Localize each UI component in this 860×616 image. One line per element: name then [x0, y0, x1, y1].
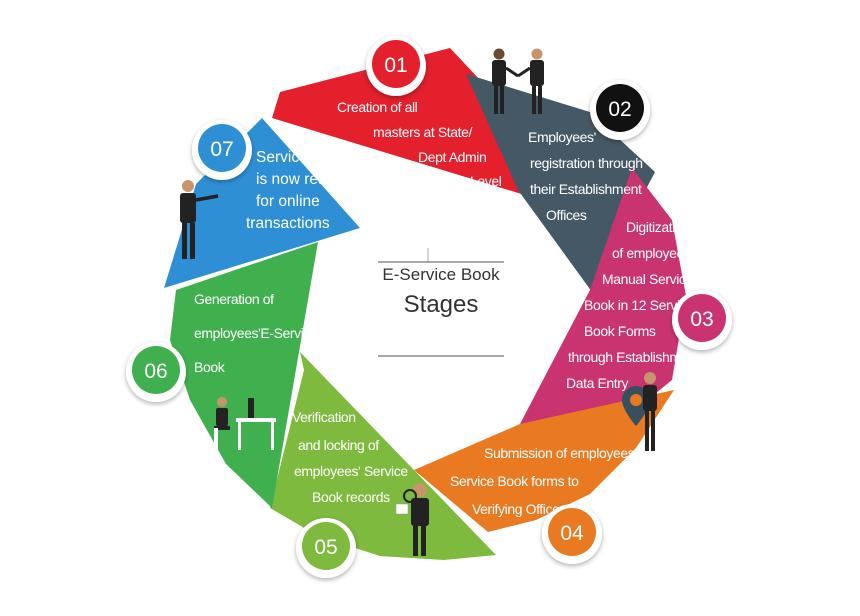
stage-06-number: 06 — [144, 360, 167, 383]
number-circle-07: 07 — [192, 120, 252, 180]
magnifier-man-icon — [395, 483, 429, 556]
segment-03-text: Digitization of employees' Manual Servic… — [566, 219, 700, 391]
title-line-1: E-Service Book — [382, 265, 500, 284]
number-circle-03: 03 — [672, 290, 732, 350]
segment-04 — [414, 390, 674, 532]
segment-03 — [520, 168, 686, 424]
stage-06-line-1: Generation of — [194, 291, 274, 307]
segment-04-text: Submission of employees' Service Book fo… — [450, 445, 637, 517]
stage-01-number: 01 — [384, 54, 407, 77]
segment-06 — [170, 242, 318, 508]
stage-05-line-2: and locking of — [298, 437, 379, 453]
segment-01-text: Creation of all masters at State/ Dept A… — [337, 99, 502, 189]
stage-04-line-1: Submission of employees' — [484, 445, 637, 461]
stage-04-number: 04 — [560, 522, 584, 545]
stage-05-line-1: Verification — [292, 409, 356, 425]
stage-02-line-3: their Establishment — [530, 181, 642, 197]
stage-03-line-6: through Establishment — [568, 349, 699, 365]
segment-05 — [270, 352, 496, 560]
stage-07-line-4: transactions — [246, 215, 330, 232]
number-circle-06: 06 — [126, 342, 186, 402]
stage-05-line-4: Book records — [312, 489, 390, 505]
segment-05-text: Verification and locking of employees' S… — [292, 409, 409, 505]
stage-02-number: 02 — [608, 98, 631, 121]
stage-07-number: 07 — [210, 138, 233, 161]
stage-05-number: 05 — [314, 536, 337, 559]
stage-07-line-1: Service Book — [256, 149, 348, 166]
stage-03-line-3: Manual Service — [602, 271, 694, 287]
stage-03-line-7: Data Entry — [566, 375, 629, 391]
stage-04-line-3: Verifying Officers — [472, 501, 571, 517]
title-line-2: Stages — [404, 291, 479, 318]
segment-01 — [272, 48, 528, 196]
stage-05-line-3: employees' Service — [294, 463, 408, 479]
segment-07-text: Service Book is now ready for online tra… — [246, 149, 348, 232]
stage-03-line-1: Digitization — [626, 219, 690, 235]
handshake-people-icon — [492, 48, 544, 114]
pointing-man-icon — [180, 180, 219, 259]
stage-01-line-2: masters at State/ — [373, 124, 473, 140]
stage-01-line-4: Level — [470, 173, 502, 189]
stage-02-line-1: Employees' — [528, 129, 596, 145]
number-circle-02: 02 — [590, 80, 650, 140]
stage-06-line-2: employees'E-Service — [194, 325, 318, 341]
stage-01-line-3: Dept Admin — [418, 149, 486, 165]
number-circle-04: 04 — [542, 504, 602, 564]
stage-02-line-2: registration through — [530, 155, 643, 171]
number-circle-01: 01 — [366, 36, 426, 96]
stage-03-line-5: Book Forms — [584, 323, 656, 339]
stage-03-line-2: of employees' — [612, 245, 693, 261]
stage-03-number: 03 — [690, 308, 713, 331]
location-pin-man-icon — [622, 372, 657, 451]
stage-02-line-4: Offices — [546, 207, 587, 223]
center-title: E-Service Book Stages — [378, 248, 504, 357]
stage-06-line-3: Book — [194, 359, 226, 375]
number-circle-05: 05 — [296, 518, 356, 578]
stage-01-line-1: Creation of all — [337, 99, 418, 115]
desk-worker-icon — [214, 397, 276, 450]
stage-07-line-2: is now ready — [256, 171, 343, 188]
stage-04-line-2: Service Book forms to — [450, 473, 579, 489]
segment-02-text: Employees' registration through their Es… — [528, 129, 643, 223]
segment-06-text: Generation of employees'E-Service Book — [194, 291, 318, 375]
stage-07-line-3: for online — [256, 193, 320, 210]
segment-07 — [164, 118, 360, 288]
stage-03-line-4: Book in 12 Service — [584, 297, 694, 313]
